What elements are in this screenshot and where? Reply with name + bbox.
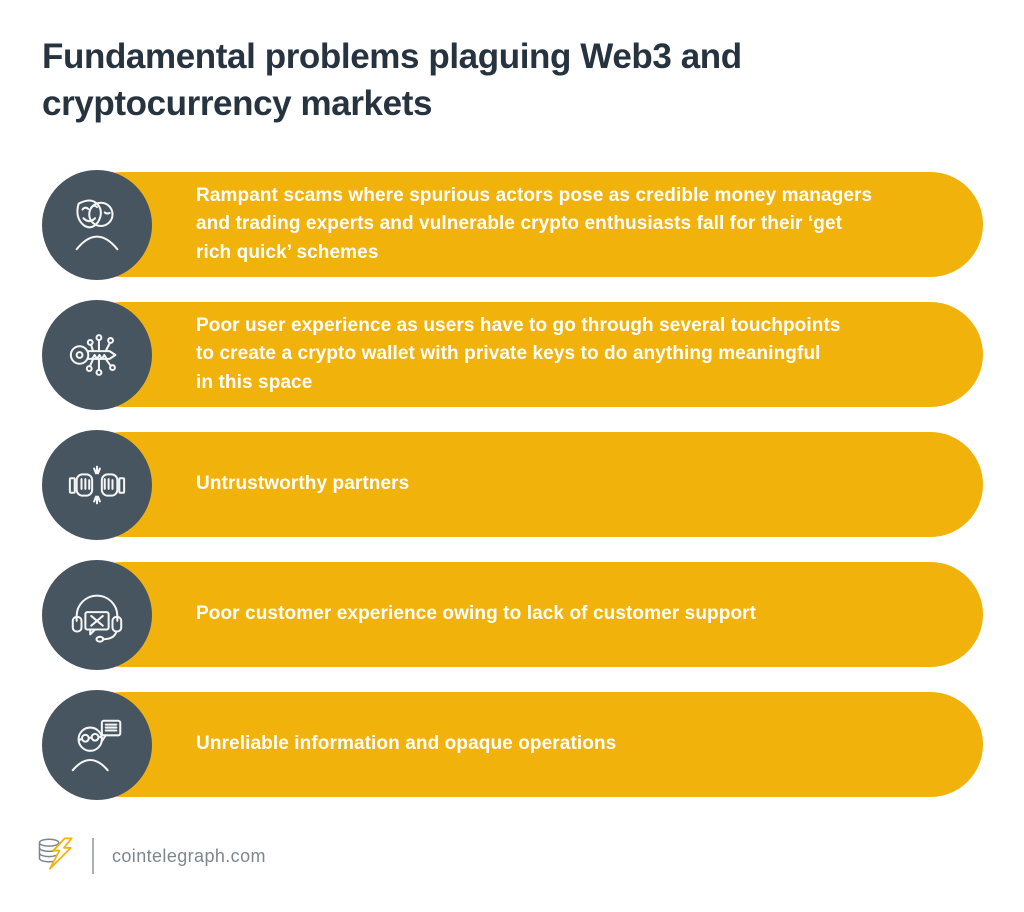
row-text: Poor user experience as users have to go… — [196, 314, 841, 393]
row-text: Poor customer experience owing to lack o… — [196, 603, 757, 625]
problem-row-scams: Rampant scams where spurious actors pose… — [0, 170, 1024, 280]
problem-row-unreliable-info: Unreliable information and opaque operat… — [0, 690, 1024, 800]
cointelegraph-logo — [36, 833, 76, 880]
footer: cointelegraph.com — [36, 834, 266, 878]
row-text: Untrustworthy partners — [196, 473, 410, 495]
problem-row-partners: Untrustworthy partners — [0, 430, 1024, 540]
row-text: Rampant scams where spurious actors pose… — [196, 184, 873, 263]
row-pill — [70, 692, 983, 797]
no-support-headset-icon — [42, 560, 152, 670]
row-pill — [70, 432, 983, 537]
problem-row-user-experience: Poor user experience as users have to go… — [0, 300, 1024, 410]
row-pill — [70, 562, 983, 667]
impostor-mask-icon — [42, 170, 152, 280]
footer-site-text: cointelegraph.com — [112, 845, 266, 866]
row-pill — [70, 172, 983, 277]
crypto-key-icon — [42, 300, 152, 410]
masked-person-speech-icon — [42, 690, 152, 800]
row-text: Unreliable information and opaque operat… — [196, 733, 617, 755]
problem-row-customer-support: Poor customer experience owing to lack o… — [0, 560, 1024, 670]
row-pill — [70, 302, 983, 407]
page-title: Fundamental problems plaguing Web3 and c… — [42, 37, 742, 123]
footer-divider — [92, 838, 94, 874]
fist-bump-icon — [42, 430, 152, 540]
